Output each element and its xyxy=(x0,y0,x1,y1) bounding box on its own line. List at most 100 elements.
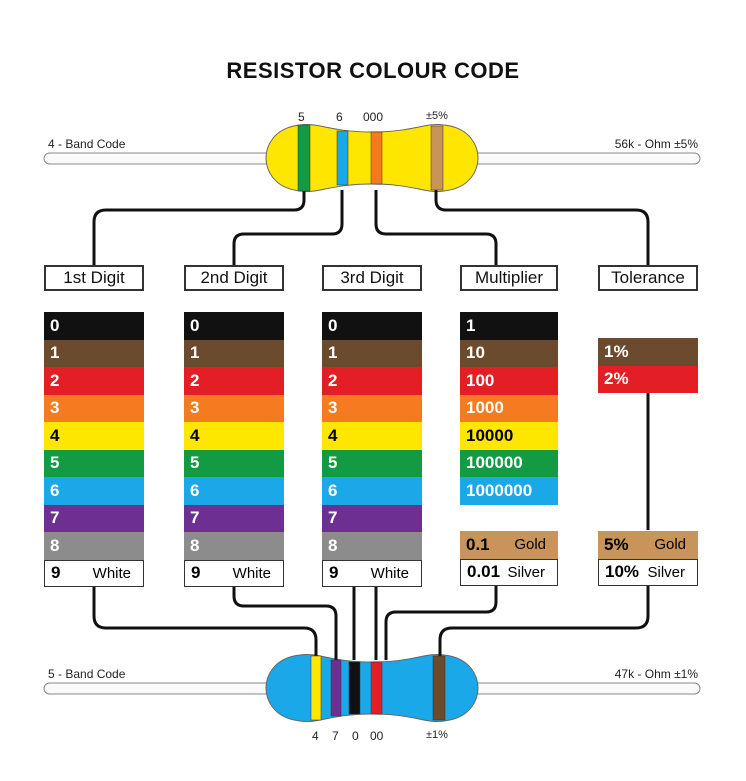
third-digit-main-row-2: 2 xyxy=(322,367,422,395)
first-digit-main-row-9: 9 White xyxy=(44,559,144,587)
band-value: 0.01 xyxy=(467,562,501,582)
bottom-band-4 xyxy=(370,661,383,715)
band-colour-name: Gold xyxy=(514,536,546,554)
bottom-band-digit-1: 4 xyxy=(312,729,319,743)
band-value: 4 xyxy=(50,425,60,445)
top-code-label: 4 - Band Code xyxy=(48,137,126,151)
third-digit-main-row-6: 6 xyxy=(322,477,422,505)
band-value: 5 xyxy=(50,453,60,473)
top-resistor-bands xyxy=(297,124,444,192)
tolerance-main-row-1: 2% xyxy=(598,365,698,393)
header-1st-digit: 1st Digit xyxy=(44,265,144,291)
first-digit-main-row-3: 3 xyxy=(44,394,144,422)
tolerance-special-row-1: 10%Silver xyxy=(598,558,698,586)
bottom-band-2 xyxy=(330,659,342,717)
band-value: 9 xyxy=(191,563,201,583)
band-value: 7 xyxy=(328,508,338,528)
multiplier-main-row-3: 1000 xyxy=(460,394,558,422)
band-value: 3 xyxy=(190,398,200,418)
bottom-band-tolerance: ±1% xyxy=(426,729,448,741)
band-value: 1% xyxy=(604,341,629,361)
bottom-band-digit-3: 0 xyxy=(352,729,359,743)
tolerance-main-row-0: 1% xyxy=(598,338,698,366)
band-value: 6 xyxy=(328,480,338,500)
second-digit-main-row-6: 6 xyxy=(184,477,284,505)
band-value: 2 xyxy=(328,370,338,390)
band-value: 0 xyxy=(328,315,338,335)
band-value: 5 xyxy=(328,453,338,473)
third-digit-main-row-4: 4 xyxy=(322,422,422,450)
header-3rd-digit: 3rd Digit xyxy=(322,265,422,291)
bottom-value-label: 47k - Ohm ±1% xyxy=(614,667,698,681)
first-digit-main-row-6: 6 xyxy=(44,477,144,505)
second-digit-main-row-0: 0 xyxy=(184,312,284,340)
multiplier-main-row-1: 10 xyxy=(460,339,558,367)
top-value-label: 56k - Ohm ±5% xyxy=(614,137,698,151)
band-value: 4 xyxy=(328,425,338,445)
band-colour-name: White xyxy=(92,564,131,582)
bottom-band-5 xyxy=(432,655,446,721)
first-digit-main-row-5: 5 xyxy=(44,449,144,477)
top-band-digit-3: 000 xyxy=(363,110,384,124)
band-value: 1 xyxy=(50,343,60,363)
third-digit-main-row-7: 7 xyxy=(322,504,422,532)
band-value: 1 xyxy=(190,343,200,363)
band-value: 8 xyxy=(190,535,200,555)
band-value: 0 xyxy=(190,315,200,335)
bottom-band-3 xyxy=(348,661,361,715)
band-value: 9 xyxy=(51,563,61,583)
top-band-3 xyxy=(370,131,383,185)
header-2nd-digit: 2nd Digit xyxy=(184,265,284,291)
band-value: 1000 xyxy=(466,398,504,418)
band-value: 5 xyxy=(190,453,200,473)
second-digit-main-row-4: 4 xyxy=(184,422,284,450)
band-colour-name: Silver xyxy=(507,563,545,581)
first-digit-main-row-7: 7 xyxy=(44,504,144,532)
top-band-digit-1: 5 xyxy=(298,110,305,124)
second-digit-main-row-2: 2 xyxy=(184,367,284,395)
bottom-band-1 xyxy=(310,655,322,721)
second-digit-main-row-5: 5 xyxy=(184,449,284,477)
multiplier-main-row-2: 100 xyxy=(460,367,558,395)
top-band-2 xyxy=(336,130,349,186)
band-value: 3 xyxy=(50,398,60,418)
band-value: 10 xyxy=(466,343,485,363)
band-value: 0.1 xyxy=(466,534,490,554)
bottom-band-digit-2: 7 xyxy=(332,729,339,743)
top-connector-wires xyxy=(92,190,650,265)
second-digit-main-row-7: 7 xyxy=(184,504,284,532)
top-band-digit-2: 6 xyxy=(336,110,343,124)
top-band-1 xyxy=(297,124,311,192)
band-value: 1 xyxy=(328,343,338,363)
band-value: 0 xyxy=(50,315,60,335)
multiplier-special-row-0: 0.1 Gold xyxy=(460,531,558,559)
first-digit-main-row-0: 0 xyxy=(44,312,144,340)
band-value: 8 xyxy=(328,535,338,555)
first-digit-main-row-1: 1 xyxy=(44,339,144,367)
band-value: 2 xyxy=(190,370,200,390)
band-value: 7 xyxy=(50,508,60,528)
band-value: 6 xyxy=(190,480,200,500)
first-digit-main-row-2: 2 xyxy=(44,367,144,395)
band-value: 2% xyxy=(604,369,629,389)
multiplier-main-row-5: 100000 xyxy=(460,449,558,477)
second-digit-main-row-3: 3 xyxy=(184,394,284,422)
band-value: 9 xyxy=(329,563,339,583)
band-value: 100000 xyxy=(466,453,523,473)
band-value: 4 xyxy=(190,425,200,445)
band-value: 10% xyxy=(605,562,640,582)
header-tolerance: Tolerance xyxy=(598,265,698,291)
band-value: 8 xyxy=(50,535,60,555)
top-band-tolerance: ±5% xyxy=(426,110,448,122)
bottom-resistor-bands xyxy=(310,655,446,721)
band-value: 2 xyxy=(50,370,60,390)
third-digit-main-row-0: 0 xyxy=(322,312,422,340)
band-value: 1 xyxy=(466,315,476,335)
multiplier-main-row-0: 1 xyxy=(460,312,558,340)
second-digit-main-row-8: 8 xyxy=(184,532,284,560)
top-resistor-leads xyxy=(43,152,701,165)
tolerance-special-row-0: 5%Gold xyxy=(598,531,698,559)
